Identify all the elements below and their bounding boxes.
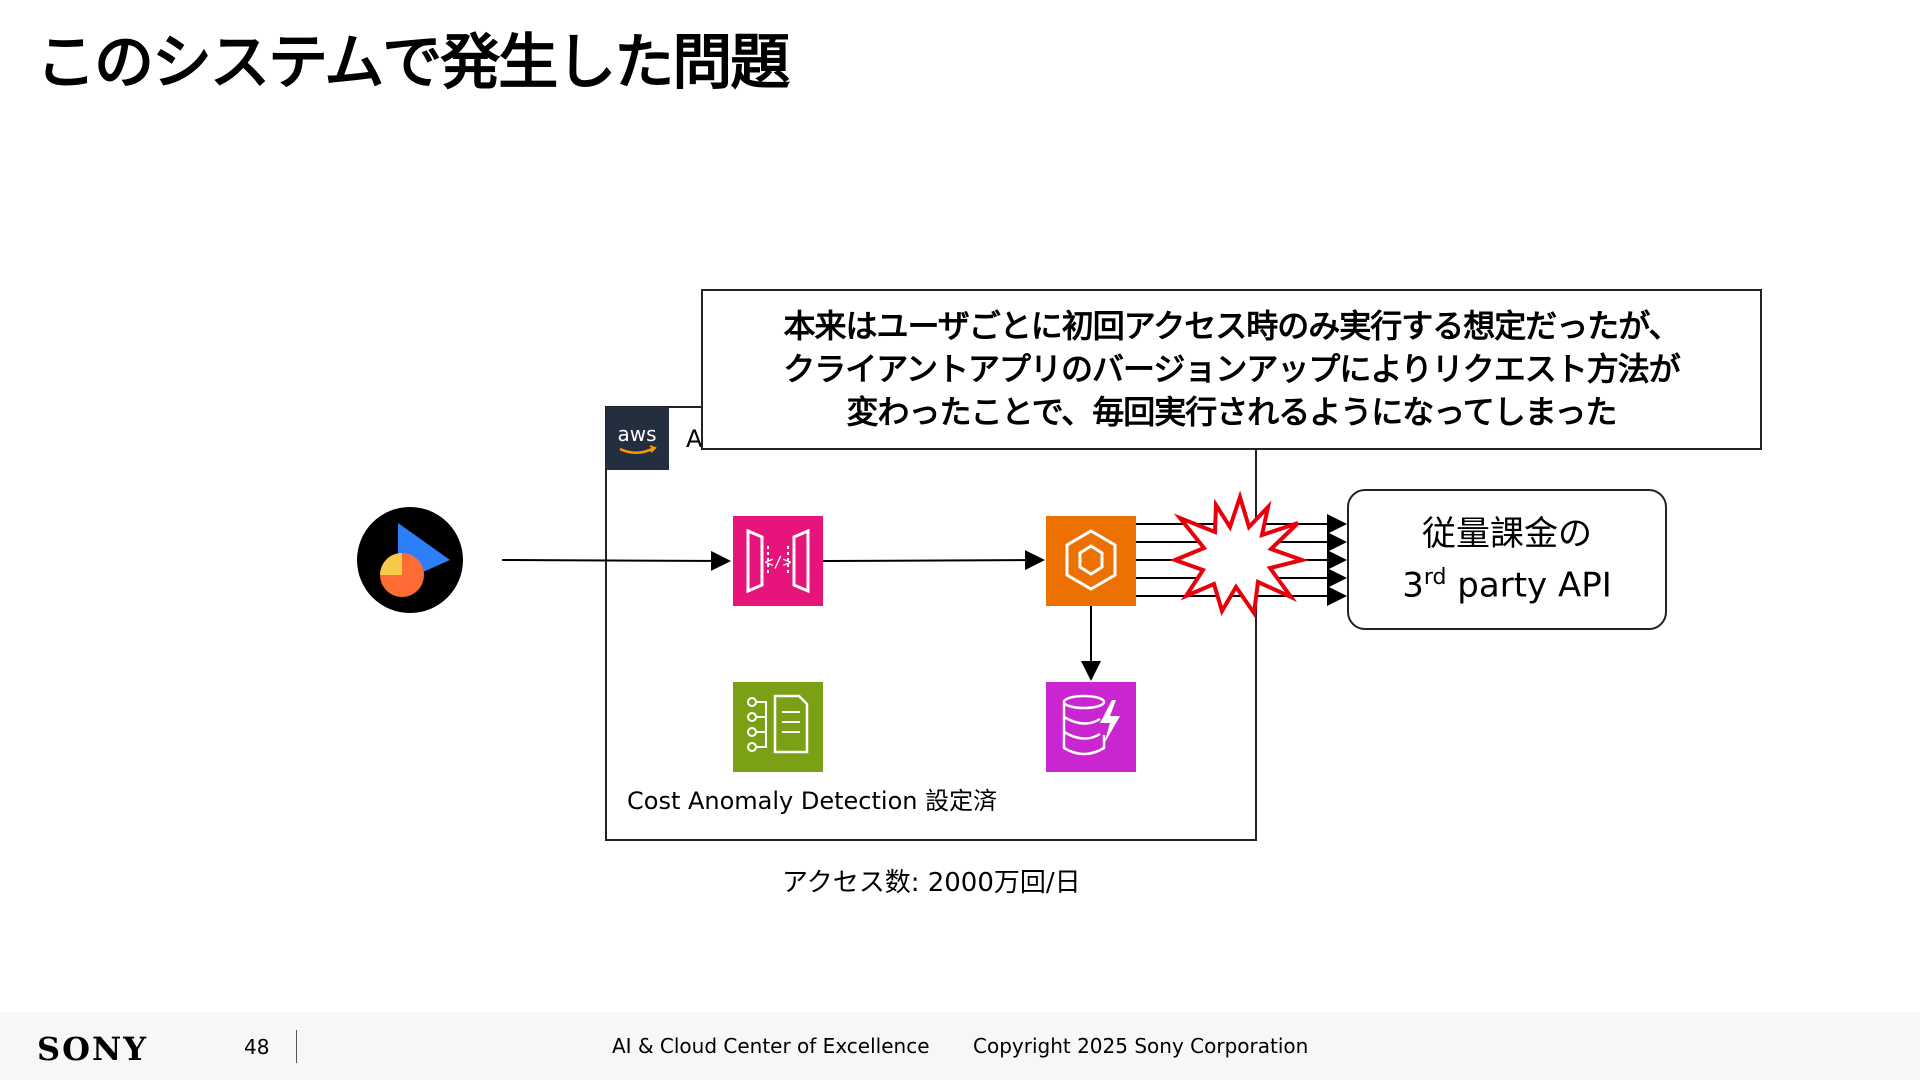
api-box-line2: 3rd party API — [1402, 564, 1612, 606]
callout-line: 変わったことで、毎回実行されるようになってしまった — [846, 393, 1618, 431]
aws-group-label: A — [686, 425, 703, 453]
footer-department: AI & Cloud Center of Excellence — [612, 1034, 930, 1058]
callout-line: クライアントアプリのバージョンアップによりリクエスト方法が — [783, 350, 1680, 388]
sony-logo: SONY — [37, 1030, 149, 1068]
svg-text:</>: </> — [764, 553, 791, 571]
api-gateway-icon: </> — [733, 516, 823, 606]
callout-box: 本来はユーザごとに初回アクセス時のみ実行する想定だったが、 クライアントアプリの… — [701, 289, 1762, 450]
aws-logo-text: aws — [617, 422, 656, 446]
arrow-client-to-gateway — [501, 550, 731, 571]
compute-icon — [1046, 516, 1136, 606]
third-party-api-box: 従量課金の 3rd party API — [1347, 489, 1667, 630]
aws-logo-icon: aws — [606, 407, 669, 470]
page-number: 48 — [244, 1035, 270, 1059]
arrow-gateway-to-compute — [822, 550, 1045, 571]
access-count-label: アクセス数: 2000万回/日 — [782, 868, 1081, 898]
api-box-line1: 従量課金の — [1422, 513, 1592, 554]
footer-divider — [296, 1030, 297, 1063]
callout-line: 本来はユーザごとに初回アクセス時のみ実行する想定だったが、 — [783, 307, 1680, 345]
dynamodb-icon — [1046, 682, 1136, 772]
explosion-icon — [1169, 490, 1309, 619]
footer-copyright: Copyright 2025 Sony Corporation — [973, 1034, 1309, 1058]
client-app-icon — [357, 507, 463, 613]
cost-anomaly-icon — [733, 682, 823, 772]
page-title: このシステムで発生した問題 — [36, 28, 790, 98]
footer — [0, 1012, 1920, 1080]
aws-group-box — [605, 406, 1257, 841]
cost-anomaly-label: Cost Anomaly Detection 設定済 — [627, 787, 998, 815]
